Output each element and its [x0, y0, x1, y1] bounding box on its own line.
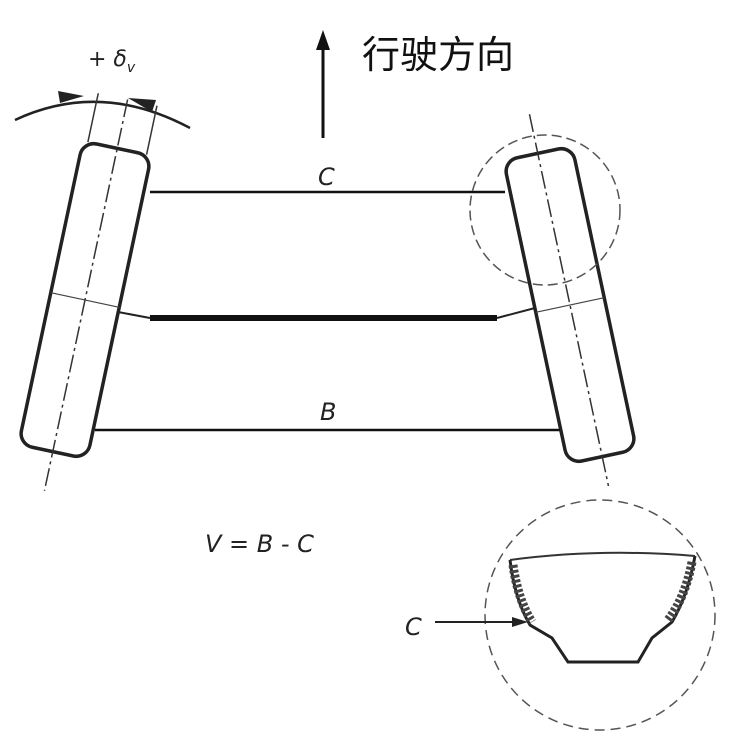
front-distance-label: C [318, 163, 335, 191]
direction-title: 行驶方向 [362, 33, 514, 77]
detail-callout-label: C [405, 613, 422, 641]
toe-angle-arc [14, 91, 191, 130]
right-wheel [504, 114, 636, 487]
detail-circle-small [469, 134, 621, 286]
rim-cross-section [508, 551, 697, 664]
rear-distance-label: B [320, 398, 336, 426]
callout-arrow [435, 617, 528, 627]
direction-arrow [316, 30, 330, 138]
tie-rod [117, 307, 536, 321]
left-wheel [19, 93, 158, 491]
toe-angle-label: + δv [88, 47, 136, 76]
formula: V = B - C [205, 530, 314, 558]
detail-circle-large [484, 499, 716, 731]
